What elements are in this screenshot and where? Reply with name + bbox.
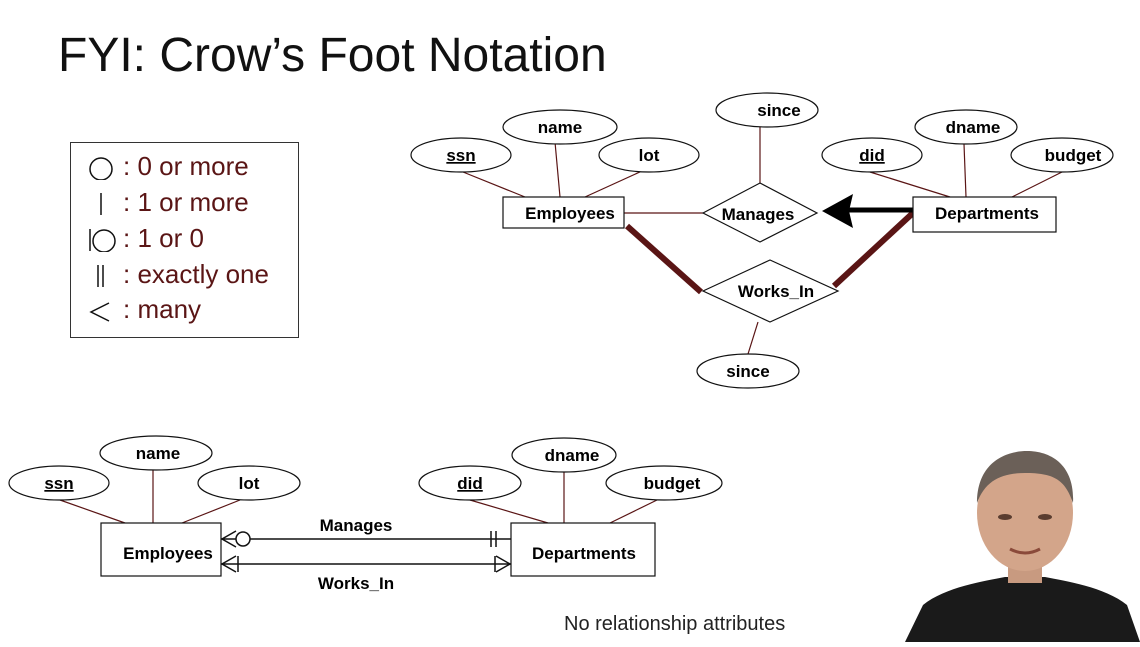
slide-caption: No relationship attributes	[564, 613, 786, 635]
attribute-did	[418, 465, 522, 501]
attribute-dname	[914, 109, 1018, 145]
attribute-budget-label: budget	[1045, 146, 1102, 165]
departments-works-in-edge	[831, 209, 917, 289]
legend-label: : 1 or 0	[123, 223, 204, 253]
crows-foot-icon	[87, 297, 123, 323]
legend-row-zero-or-more: : 0 or more	[87, 151, 249, 182]
attribute-name-label: name	[538, 118, 582, 137]
attribute-dname-label: dname	[545, 446, 600, 465]
presenter-video	[905, 445, 1140, 642]
legend-label: : exactly one	[123, 259, 269, 289]
attribute-budget	[1010, 137, 1114, 173]
entity-employees-label: Employees	[525, 204, 615, 223]
er-connector	[963, 143, 967, 198]
er-connector	[554, 141, 561, 198]
arrow-head-icon	[822, 194, 853, 228]
entity-employees-label: Employees	[123, 544, 213, 563]
legend-label: : many	[123, 294, 202, 324]
employees-works-in-edge	[625, 223, 703, 295]
notation-legend: : 0 or more : 1 or more : 1 or 0 : exact…	[70, 142, 299, 338]
double-bar-icon	[87, 262, 123, 288]
attribute-ssn	[410, 137, 512, 173]
attribute-ssn	[8, 465, 110, 501]
cf-connector	[181, 499, 241, 524]
crows-foot-icon	[220, 530, 237, 548]
er-diagram: ssn name lot since did dname budget sinc…	[410, 92, 1114, 389]
slide-title: FYI: Crow’s Foot Notation	[58, 29, 607, 82]
er-connector	[462, 171, 526, 198]
legend-row-many: : many	[87, 294, 201, 325]
attribute-did-label: did	[859, 146, 885, 165]
attribute-since-label: since	[757, 101, 800, 120]
attribute-since-works-in	[696, 353, 800, 389]
attribute-name-label: name	[136, 444, 180, 463]
circle-icon	[87, 154, 123, 180]
cf-connector	[609, 499, 658, 524]
circle-icon	[235, 531, 251, 547]
attribute-since-label: since	[726, 362, 769, 381]
legend-row-one-or-zero: : 1 or 0	[87, 223, 204, 254]
entity-employees	[502, 196, 625, 229]
attribute-lot-label: lot	[639, 146, 660, 165]
cf-connector	[59, 499, 126, 524]
crowsfoot-diagram: Manages Works_In ssn name lot did dname …	[8, 435, 723, 593]
relationship-works-in-label: Works_In	[738, 282, 814, 301]
attribute-ssn-label: ssn	[44, 474, 73, 493]
attribute-lot	[197, 465, 301, 501]
attribute-lot-label: lot	[239, 474, 260, 493]
attribute-since-manages	[715, 92, 819, 128]
manages-label: Manages	[320, 516, 393, 535]
presenter-figure	[905, 451, 1140, 642]
legend-row-one-or-more: : 1 or more	[87, 187, 249, 218]
bar-icon	[87, 190, 123, 216]
crows-foot-icon	[495, 555, 512, 573]
bar-circle-icon	[87, 226, 123, 252]
entity-departments-label: Departments	[532, 544, 636, 563]
works-in-label: Works_In	[318, 574, 394, 593]
er-connector	[869, 171, 951, 198]
entity-departments	[912, 196, 1057, 233]
entity-departments-label: Departments	[935, 204, 1039, 223]
legend-label: : 0 or more	[123, 151, 249, 181]
attribute-ssn-label: ssn	[446, 146, 475, 165]
er-connector	[1011, 171, 1063, 198]
attribute-lot	[598, 137, 700, 173]
relationship-manages-label: Manages	[722, 205, 795, 224]
entity-employees	[100, 522, 222, 577]
relationship-works-in	[701, 259, 840, 323]
attribute-budget-label: budget	[644, 474, 701, 493]
er-connector	[584, 170, 643, 198]
cf-connector	[469, 499, 549, 524]
legend-row-exactly-one: : exactly one	[87, 259, 269, 290]
attribute-name	[99, 435, 213, 471]
legend-label: : 1 or more	[123, 187, 249, 217]
attribute-dname-label: dname	[946, 118, 1001, 137]
crows-foot-icon	[220, 555, 237, 573]
attribute-did	[821, 137, 923, 173]
attribute-dname	[511, 437, 617, 473]
attribute-budget	[605, 465, 723, 501]
relationship-manages	[701, 182, 819, 243]
attribute-did-label: did	[457, 474, 483, 493]
attribute-name	[502, 109, 618, 145]
er-connector	[747, 321, 759, 355]
entity-departments	[510, 522, 656, 577]
